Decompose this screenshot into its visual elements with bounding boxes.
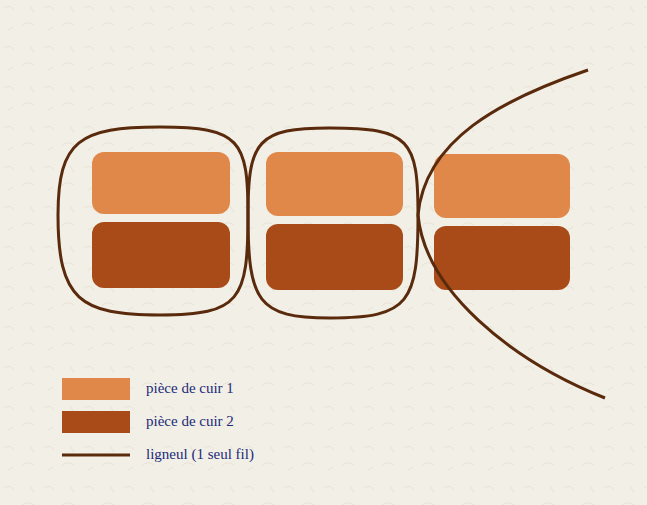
thread (58, 70, 605, 398)
legend: pièce de cuir 1 pièce de cuir 2 ligneul (1… (62, 372, 254, 471)
legend-swatch (62, 411, 130, 433)
leather-piece-2 (434, 226, 570, 290)
leather-piece-2 (92, 222, 230, 288)
thread-sample (62, 453, 130, 456)
leather-piece-1 (266, 152, 403, 216)
legend-entry: pièce de cuir 1 (62, 372, 254, 405)
leather-piece-2 (266, 224, 403, 290)
legend-label: pièce de cuir 1 (146, 380, 234, 397)
legend-line-sample (62, 444, 130, 466)
legend-label: ligneul (1 seul fil) (146, 446, 254, 463)
thread-loop (58, 127, 248, 315)
thread-loop (248, 128, 418, 318)
legend-entry: pièce de cuir 2 (62, 405, 254, 438)
thread-open-ends (418, 70, 605, 398)
leather-pieces (92, 152, 570, 290)
legend-label: pièce de cuir 2 (146, 413, 234, 430)
legend-swatch (62, 378, 130, 400)
leather-piece-1 (434, 154, 570, 218)
legend-entry: ligneul (1 seul fil) (62, 438, 254, 471)
leather-piece-1 (92, 152, 230, 214)
